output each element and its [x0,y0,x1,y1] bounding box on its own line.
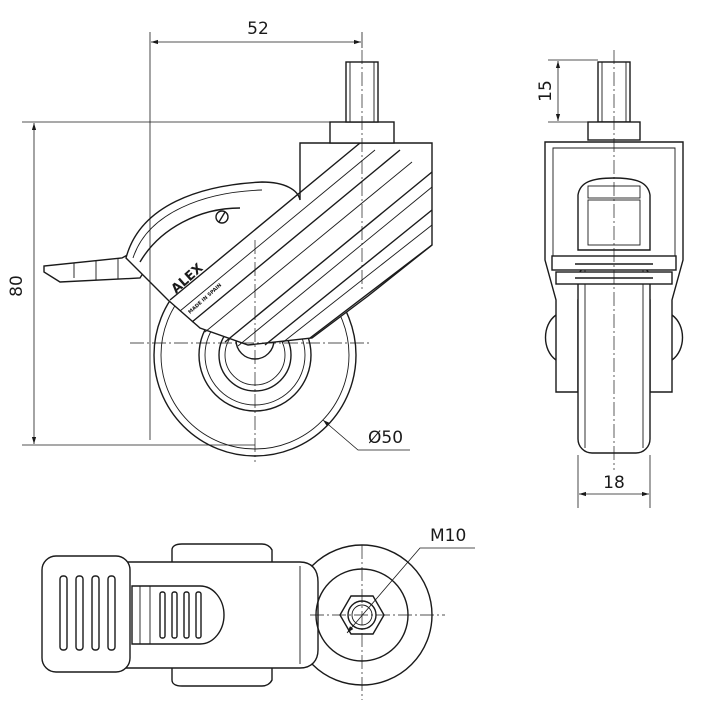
dimension-wheel-diameter: Ø50 [368,428,403,448]
front-view-dimensions: 15 18 [536,59,651,508]
dimension-stem-length: 15 [536,80,556,102]
dimension-thread: M10 [430,526,466,546]
top-view [41,543,445,700]
dimension-wheel-width: 18 [603,473,625,493]
front-view [544,50,684,470]
side-view: ALEX MADE IN SPAIN [43,50,433,462]
dimension-width-top: 52 [247,19,269,39]
side-view-housing [125,142,433,347]
side-view-dimensions: 52 80 Ø50 [7,19,410,451]
top-view-dimensions: M10 [346,526,475,634]
dimension-height-total: 80 [7,275,27,297]
